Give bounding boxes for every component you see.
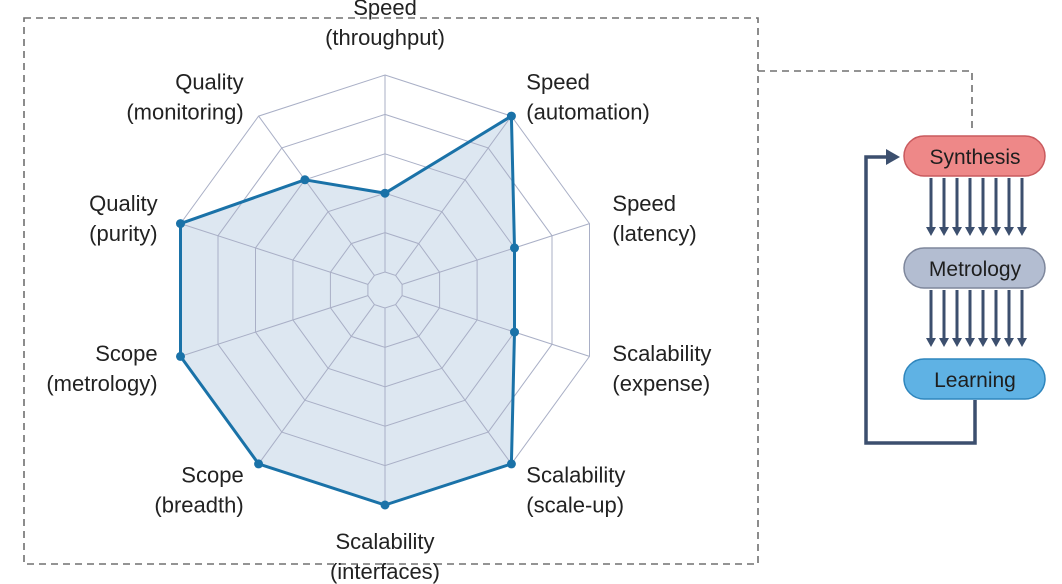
flow-arrowhead-icon <box>1004 338 1014 347</box>
axis-label-line: (latency) <box>612 221 696 246</box>
axis-label-line: Scope <box>181 463 243 488</box>
data-point-scope_metrology <box>176 351 185 361</box>
flow-arrowhead-icon <box>991 338 1001 347</box>
radar-chart: Speed (throughput) Speed (automation) Speed (… <box>46 0 711 584</box>
axis-label-line: (scale-up) <box>526 493 624 518</box>
axis-label-line: (automation) <box>526 99 650 124</box>
synthesis-pill <box>903 135 1046 177</box>
workflow-step-synthesis: Synthesis <box>903 135 1046 177</box>
axis-label-line: Speed <box>612 191 676 216</box>
axis-label-line: (purity) <box>89 221 157 246</box>
data-point-quality_monitoring <box>300 175 310 185</box>
flow-arrowhead-icon <box>1004 227 1014 236</box>
learning-label: Learning <box>934 369 1016 392</box>
flow-arrowhead-icon <box>939 227 949 236</box>
axis-label-line: (throughput) <box>325 25 445 50</box>
data-point-scalability_interfaces <box>380 500 390 510</box>
data-point-scalability_scaleup <box>506 459 516 469</box>
axis-label-speed_throughput: Speed (throughput) <box>325 0 445 50</box>
workflow-step-metrology: Metrology <box>903 247 1046 289</box>
axis-label-line: Speed <box>353 0 417 20</box>
axis-label-line: (expense) <box>612 371 710 396</box>
feedback-loop-line <box>864 155 977 445</box>
axis-label-line: Scalability <box>335 529 434 554</box>
flow-arrowhead-icon <box>1017 227 1027 236</box>
flow-arrowhead-icon <box>978 227 988 236</box>
data-point-speed_latency <box>510 243 519 253</box>
dashed-connector <box>758 70 973 128</box>
data-point-scope_breadth <box>254 459 264 469</box>
workflow-step-learning: Learning <box>903 358 1046 400</box>
grid-spoke-quality_monitoring <box>258 115 375 276</box>
flow-arrowhead-icon <box>926 338 936 347</box>
axis-label-line: Scalability <box>526 463 625 488</box>
grid-spoke-scalability_scaleup <box>395 304 512 465</box>
flow-arrowhead-icon <box>952 338 962 347</box>
grid-spoke-quality_purity <box>180 223 369 285</box>
metrology-pill <box>903 247 1046 289</box>
flow-arrowhead-icon <box>1017 338 1027 347</box>
grid-spoke-speed_automation <box>395 115 512 276</box>
data-point-speed_throughput <box>380 188 390 198</box>
series-fill-area <box>180 116 515 505</box>
axis-label-line: (breadth) <box>154 493 243 518</box>
axis-label-line: (monitoring) <box>126 99 243 124</box>
flow-arrowhead-icon <box>952 227 962 236</box>
flow-arrowhead-icon <box>926 227 936 236</box>
grid-spoke-scope_metrology <box>180 295 369 357</box>
axis-label-scalability_scaleup: Scalability (scale-up) <box>526 463 625 518</box>
axis-label-line: Quality <box>89 191 157 216</box>
data-point-scalability_expense <box>510 327 519 337</box>
axis-label-scalability_expense: Scalability (expense) <box>612 341 711 396</box>
learning-pill <box>903 358 1046 400</box>
grid-spoke-speed_latency <box>401 223 590 285</box>
synthesis-label: Synthesis <box>929 146 1020 169</box>
metrology-label: Metrology <box>929 258 1022 281</box>
axis-label-line: (interfaces) <box>330 559 440 584</box>
axis-label-quality_purity: Quality (purity) <box>89 191 157 246</box>
feedback-arrowhead-icon <box>886 149 900 165</box>
axis-label-line: Scope <box>95 341 157 366</box>
chart-dashed-frame <box>23 17 759 565</box>
flow-arrowhead-icon <box>939 338 949 347</box>
flow-arrowhead-icon <box>978 338 988 347</box>
axis-label-line: (metrology) <box>46 371 157 396</box>
axis-label-line: Speed <box>526 69 590 94</box>
axis-label-speed_automation: Speed (automation) <box>526 69 650 124</box>
grid-spoke-scalability_expense <box>401 295 590 357</box>
flow-arrowhead-icon <box>965 338 975 347</box>
axis-label-line: Quality <box>175 69 243 94</box>
workflow-panel: Synthesis Metrology Learning <box>864 135 1046 445</box>
axis-label-speed_latency: Speed (latency) <box>612 191 696 246</box>
axis-label-quality_monitoring: Quality (monitoring) <box>126 69 243 124</box>
axis-label-scope_breadth: Scope (breadth) <box>154 463 243 518</box>
axis-label-scalability_interfaces: Scalability (interfaces) <box>330 529 440 584</box>
grid-spoke-scope_breadth <box>258 304 375 465</box>
data-point-quality_purity <box>176 219 185 229</box>
flow-arrowhead-icon <box>965 227 975 236</box>
flow-arrowhead-icon <box>991 227 1001 236</box>
axis-label-line: Scalability <box>612 341 711 366</box>
axis-label-scope_metrology: Scope (metrology) <box>46 341 157 396</box>
data-point-speed_automation <box>506 111 516 121</box>
workflow-arrows <box>864 149 1027 445</box>
